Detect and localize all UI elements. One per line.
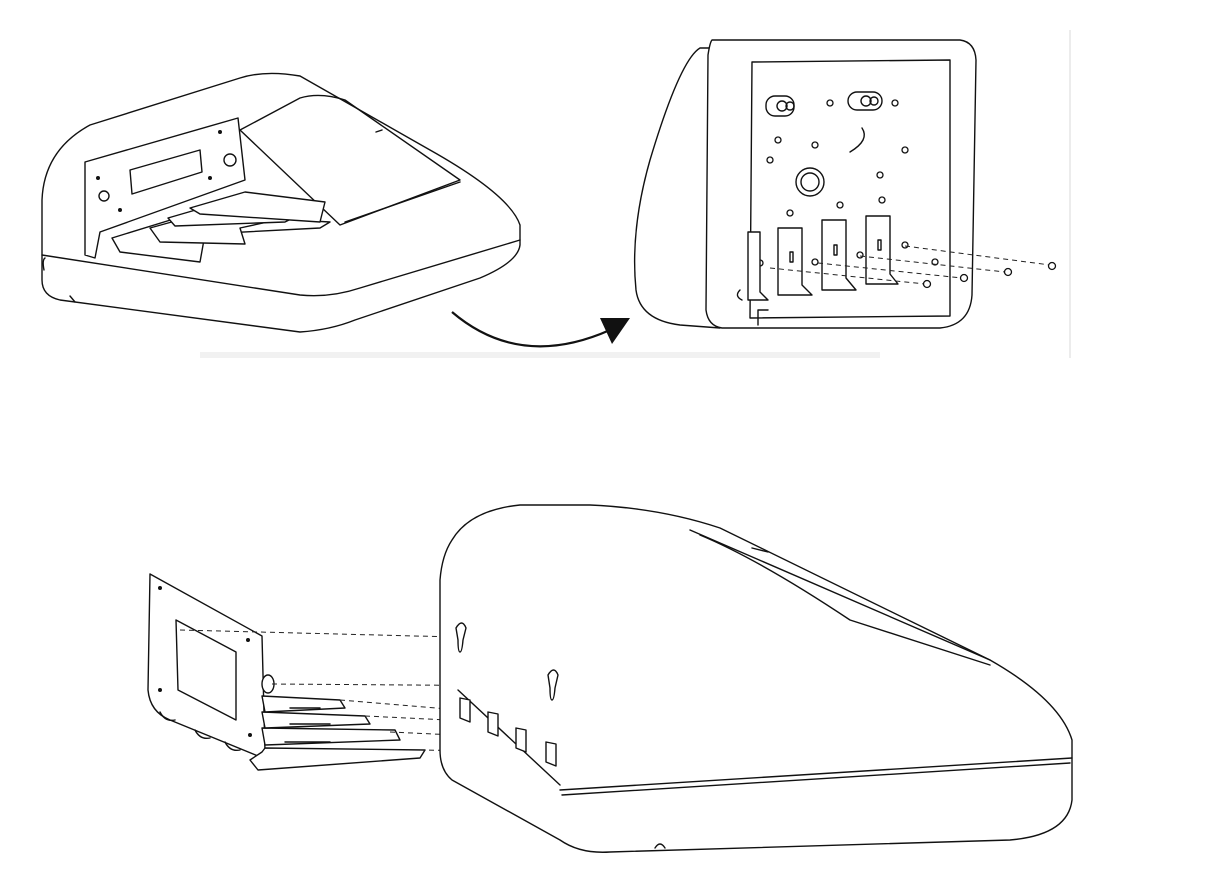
- flip-arrow: [451, 311, 630, 348]
- device-back-view-top-right: [633, 30, 1071, 358]
- screw-icons: [922, 261, 1057, 289]
- device-side-view-bottom: [439, 504, 1073, 853]
- bracket-exploded-bottom: [147, 573, 551, 771]
- device-with-bracket-top-left: [41, 72, 880, 358]
